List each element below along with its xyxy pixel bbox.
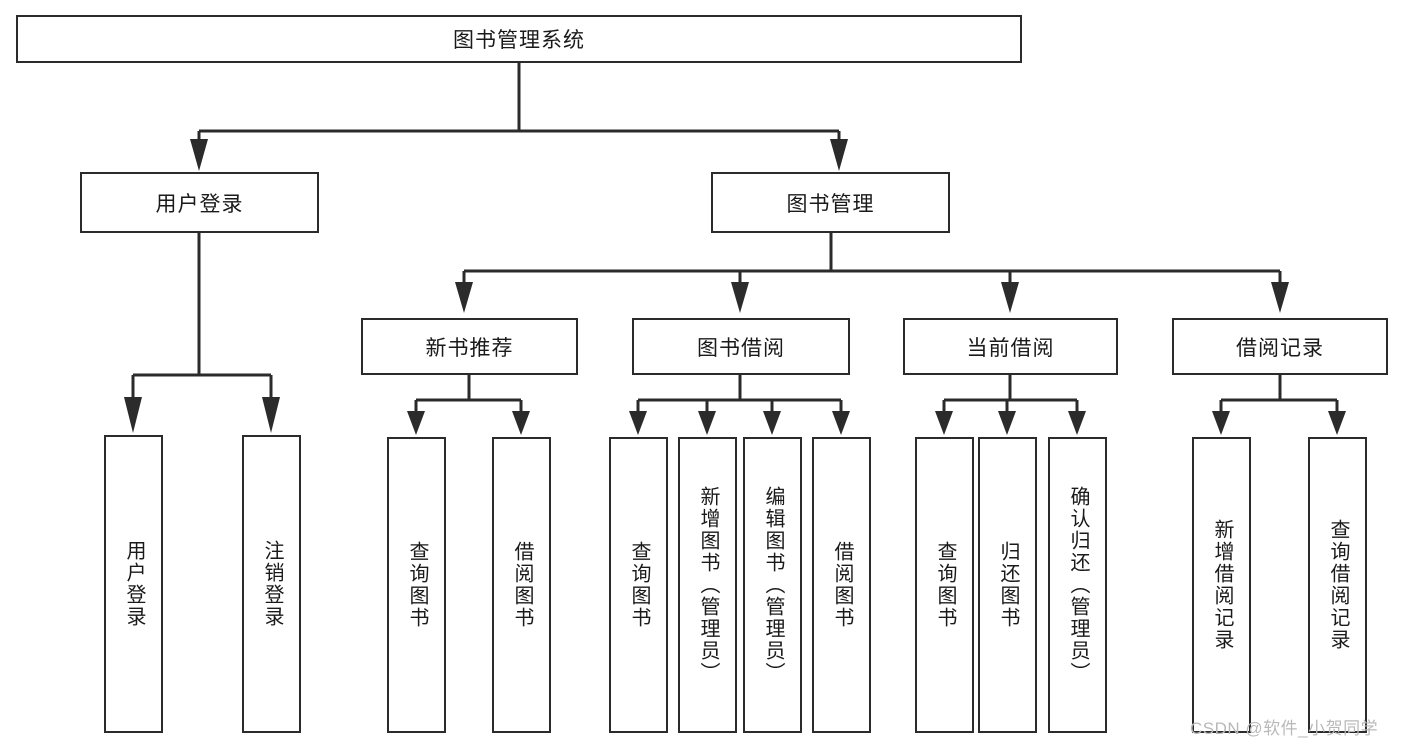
arrow-leaf-borrowrecord-2: [1328, 411, 1346, 435]
node-current-borrow[interactable]: 当前借阅: [903, 318, 1118, 375]
leaf-user-login-login-label: 用户登录: [123, 540, 145, 628]
node-book-borrow[interactable]: 图书借阅: [632, 318, 850, 375]
arrow-leaf-borrowrecord-1: [1212, 411, 1230, 435]
leaf-book-borrow-edit-label: 编辑图书（管理员）: [762, 486, 784, 684]
node-borrow-record-label: 借阅记录: [1236, 336, 1324, 360]
leaf-current-borrow-query-label: 查询图书: [934, 541, 956, 629]
node-root[interactable]: 图书管理系统: [16, 15, 1022, 63]
arrow-currentborrow: [1001, 282, 1019, 313]
leaf-book-borrow-query[interactable]: 查询图书: [609, 437, 668, 733]
arrow-bookmgmt: [830, 139, 848, 171]
arrow-leaf-bookborrow-3: [763, 411, 781, 435]
leaf-user-login-logout[interactable]: 注销登录: [242, 435, 301, 733]
csdn-watermark-text: CSDN @软件_小贺同学: [1190, 719, 1379, 738]
leaf-borrow-record-add-label: 新增借阅记录: [1211, 519, 1233, 651]
node-book-management-label: 图书管理: [786, 192, 875, 216]
leaf-new-book-query[interactable]: 查询图书: [387, 437, 446, 733]
leaf-book-borrow-add[interactable]: 新增图书（管理员）: [678, 437, 737, 733]
node-user-login[interactable]: 用户登录: [80, 172, 319, 233]
arrow-bookborrow: [731, 282, 749, 313]
leaf-book-borrow-borrow-label: 借阅图书: [831, 541, 853, 629]
node-new-book-recommend-label: 新书推荐: [425, 336, 514, 360]
arrow-leaf-currentborrow-1: [935, 411, 953, 435]
arrow-leaf-userlogin-2: [262, 397, 280, 433]
leaf-new-book-borrow-label: 借阅图书: [511, 541, 533, 629]
node-book-borrow-label: 图书借阅: [697, 336, 785, 360]
leaf-borrow-record-query-label: 查询借阅记录: [1327, 519, 1349, 651]
arrow-leaf-bookborrow-4: [832, 411, 850, 435]
node-new-book-recommend[interactable]: 新书推荐: [361, 318, 578, 375]
leaf-user-login-login[interactable]: 用户登录: [104, 435, 163, 733]
node-user-login-label: 用户登录: [155, 192, 244, 216]
leaf-current-borrow-return[interactable]: 归还图书: [978, 437, 1037, 733]
node-book-management[interactable]: 图书管理: [711, 172, 950, 233]
csdn-watermark: CSDN @软件_小贺同学: [1190, 714, 1378, 739]
leaf-current-borrow-confirm[interactable]: 确认归还（管理员）: [1048, 437, 1107, 733]
node-current-borrow-label: 当前借阅: [966, 336, 1055, 360]
leaf-new-book-borrow[interactable]: 借阅图书: [492, 437, 551, 733]
leaf-borrow-record-query[interactable]: 查询借阅记录: [1308, 437, 1367, 733]
node-root-label: 图书管理系统: [453, 29, 585, 52]
node-borrow-record[interactable]: 借阅记录: [1172, 318, 1388, 375]
arrow-leaf-bookborrow-2: [698, 411, 716, 435]
arrow-leaf-bookborrow-1: [629, 411, 647, 435]
leaf-new-book-query-label: 查询图书: [406, 541, 428, 629]
leaf-borrow-record-add[interactable]: 新增借阅记录: [1192, 437, 1251, 733]
arrow-leaf-currentborrow-2: [998, 411, 1016, 435]
arrow-leaf-newbook-1: [407, 411, 425, 435]
leaf-current-borrow-query[interactable]: 查询图书: [915, 437, 974, 733]
leaf-current-borrow-return-label: 归还图书: [997, 541, 1019, 629]
leaf-user-login-logout-label: 注销登录: [261, 540, 283, 628]
arrow-newbook: [455, 282, 473, 313]
arrow-leaf-newbook-2: [512, 411, 530, 435]
leaf-book-borrow-add-label: 新增图书（管理员）: [697, 486, 719, 684]
arrow-leaf-currentborrow-3: [1068, 411, 1086, 435]
leaf-book-borrow-borrow[interactable]: 借阅图书: [812, 437, 871, 733]
arrow-userlogin: [190, 139, 208, 171]
leaf-current-borrow-confirm-label: 确认归还（管理员）: [1067, 486, 1089, 684]
arrow-borrowrecord: [1271, 282, 1289, 313]
leaf-book-borrow-query-label: 查询图书: [628, 541, 650, 629]
leaf-book-borrow-edit[interactable]: 编辑图书（管理员）: [743, 437, 802, 733]
arrow-leaf-userlogin-1: [124, 397, 142, 433]
